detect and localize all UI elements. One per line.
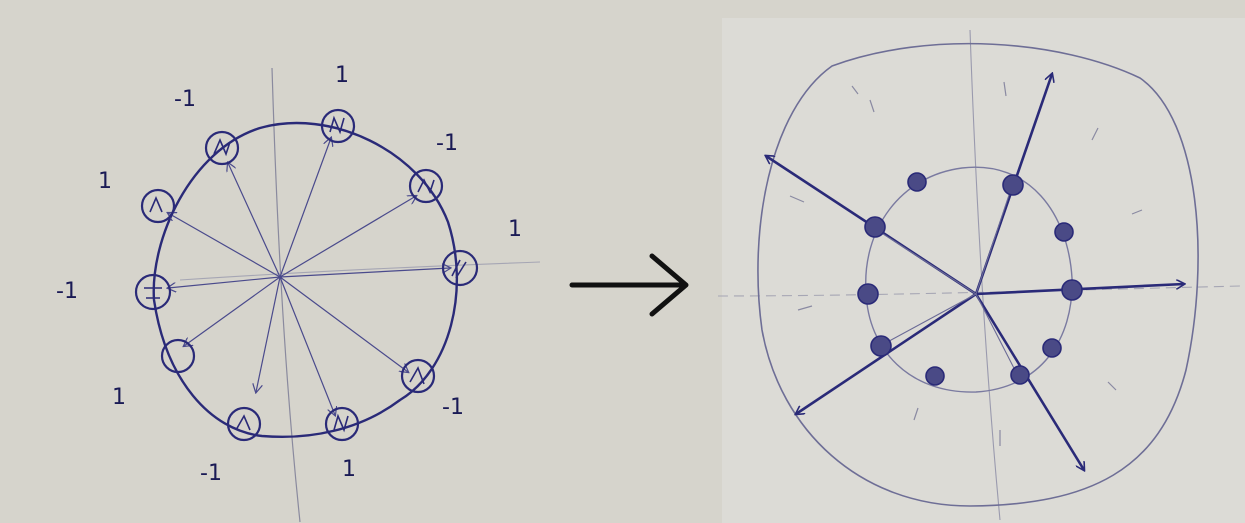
left-horizontal-axis bbox=[179, 261, 541, 281]
left-node bbox=[441, 249, 479, 287]
right-vertical-axis bbox=[969, 29, 1001, 521]
left-vertical-axis bbox=[271, 67, 301, 523]
left-arrow bbox=[279, 138, 331, 278]
left-circle bbox=[152, 121, 459, 439]
right-nodes bbox=[857, 172, 1083, 386]
left-node bbox=[226, 406, 262, 442]
left-arrow bbox=[184, 276, 281, 346]
right-arrow bbox=[974, 293, 1084, 470]
node-label: 1 bbox=[342, 457, 356, 482]
right-node bbox=[1010, 365, 1030, 385]
left-arrow bbox=[279, 276, 335, 415]
transition-arrow bbox=[569, 253, 689, 317]
left-node bbox=[204, 130, 240, 166]
right-node bbox=[864, 216, 886, 238]
node-label: 1 bbox=[112, 385, 126, 410]
node-label: -1 bbox=[436, 131, 458, 156]
left-arrow bbox=[168, 213, 281, 278]
left-arrows bbox=[168, 138, 450, 415]
left-node bbox=[134, 273, 172, 311]
left-node bbox=[408, 168, 444, 204]
right-node bbox=[907, 172, 927, 192]
right-node bbox=[1061, 279, 1083, 301]
node-label: 1 bbox=[508, 217, 522, 242]
node-label: -1 bbox=[56, 279, 78, 304]
left-arrow bbox=[279, 276, 408, 372]
right-arrows bbox=[766, 74, 1184, 470]
left-arrow bbox=[228, 163, 281, 278]
left-nodes bbox=[134, 108, 479, 442]
left-arrow bbox=[279, 196, 416, 278]
left-node bbox=[324, 406, 360, 442]
right-node bbox=[870, 335, 892, 357]
left-node bbox=[140, 188, 176, 224]
node-label: -1 bbox=[442, 395, 464, 420]
left-arrow bbox=[168, 276, 281, 288]
node-label: 1 bbox=[335, 63, 349, 88]
right-diagram bbox=[717, 29, 1241, 521]
right-node bbox=[1042, 338, 1062, 358]
right-node bbox=[925, 366, 945, 386]
left-arrow bbox=[256, 276, 281, 392]
left-node bbox=[320, 108, 356, 144]
right-horizontal-axis bbox=[717, 285, 1241, 297]
node-label: -1 bbox=[174, 87, 196, 112]
left-arrow bbox=[279, 268, 450, 278]
left-labels: 1 -1 1 -1 1 -1 1 -1 1 -1 bbox=[56, 63, 522, 486]
right-node bbox=[857, 283, 879, 305]
left-node bbox=[160, 338, 196, 374]
faint-tick-marks bbox=[789, 81, 1143, 446]
outer-boundary bbox=[757, 42, 1199, 507]
left-diagram: 1 -1 1 -1 1 -1 1 -1 1 -1 bbox=[56, 63, 541, 523]
right-node bbox=[1002, 174, 1024, 196]
node-label: -1 bbox=[200, 461, 222, 486]
right-thin-lines bbox=[873, 185, 1019, 377]
node-label: 1 bbox=[98, 169, 112, 194]
left-node bbox=[400, 358, 436, 394]
right-node bbox=[1054, 222, 1074, 242]
inner-circle bbox=[865, 166, 1073, 393]
